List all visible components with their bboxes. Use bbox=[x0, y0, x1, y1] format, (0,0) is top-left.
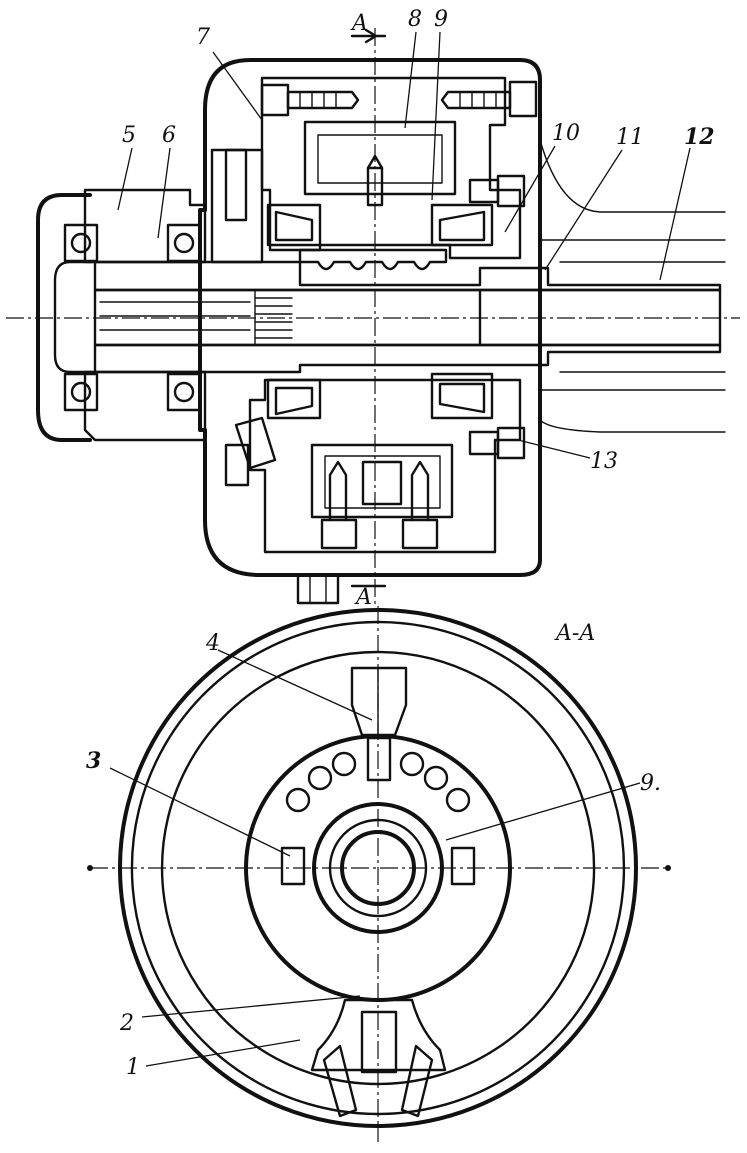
housing-ring bbox=[130, 620, 626, 1116]
label-11: 11 bbox=[616, 125, 644, 150]
label-5: 5 bbox=[122, 123, 136, 148]
label-10: 10 bbox=[552, 121, 580, 146]
section-mark-bottom-label: A bbox=[354, 585, 372, 610]
section-mark-bottom: A bbox=[350, 584, 387, 610]
spline-lines bbox=[99, 297, 293, 339]
eccentric-slot-lower bbox=[361, 460, 403, 506]
screw-upper-right bbox=[468, 174, 526, 208]
rod-pin-left bbox=[322, 1044, 358, 1118]
needle-rollers bbox=[285, 751, 471, 813]
eccentric-core-lower bbox=[324, 455, 441, 509]
tapered-roller-bearing-lower-left bbox=[266, 378, 322, 420]
rod-bolt-top bbox=[366, 736, 392, 782]
section-mark-top-label: A bbox=[350, 11, 368, 36]
ball-bearing-mid-upper bbox=[166, 223, 202, 263]
output-shaft-upper bbox=[93, 260, 722, 292]
key-right bbox=[450, 846, 476, 886]
end-housing-lower bbox=[83, 370, 207, 442]
label-6: 6 bbox=[162, 123, 176, 148]
label-13: 13 bbox=[590, 449, 618, 474]
label-12: 12 bbox=[684, 124, 715, 150]
end-cap-inner bbox=[53, 260, 94, 374]
cam-bolt-lower-left bbox=[320, 460, 358, 550]
cross-section-a-a bbox=[87, 606, 671, 1142]
flange-pin-upper bbox=[224, 148, 248, 222]
label-4: 4 bbox=[205, 631, 220, 656]
eccentric-core-upper bbox=[317, 134, 443, 184]
rod-bolt-bottom bbox=[360, 1010, 398, 1074]
label-9-top: 9 bbox=[434, 7, 448, 32]
screw-13 bbox=[468, 426, 526, 460]
housing-outline bbox=[198, 58, 542, 577]
flange-gear bbox=[210, 148, 264, 264]
tapered-roller-bearing-upper-right bbox=[430, 203, 494, 247]
tapered-roller-bearing-upper-left bbox=[266, 203, 322, 247]
bolt-top-right bbox=[440, 80, 538, 118]
section-title: A-A bbox=[554, 621, 595, 646]
connecting-rod-4 bbox=[350, 666, 408, 737]
label-3: 3 bbox=[86, 748, 101, 774]
ball-bearing-left-lower bbox=[63, 372, 99, 412]
output-extension bbox=[539, 139, 726, 433]
label-8: 8 bbox=[408, 7, 422, 32]
drain-plug bbox=[296, 573, 340, 605]
housing-upper-block bbox=[260, 76, 522, 260]
label-9-section: 9. bbox=[640, 771, 661, 796]
housing-lower-block bbox=[248, 378, 522, 554]
eccentric-ring-lower bbox=[310, 443, 454, 519]
tapered-roller-bearing-lower-right bbox=[430, 372, 494, 420]
eccentric-ring-upper bbox=[303, 120, 457, 196]
output-shaft-lower bbox=[93, 343, 722, 374]
leader-lines bbox=[109, 31, 691, 1067]
key-left bbox=[280, 846, 306, 886]
cam-bolt-lower-right bbox=[401, 460, 439, 550]
connecting-rod-2 bbox=[310, 998, 447, 1072]
rod-pin-right bbox=[400, 1044, 434, 1118]
longitudinal-section: A A bbox=[6, 11, 740, 610]
slanted-bolt bbox=[234, 416, 277, 470]
gear-teeth-band bbox=[298, 248, 448, 271]
ball-bearing-mid-lower bbox=[166, 372, 202, 412]
section-mark-top: A bbox=[350, 11, 387, 44]
part-labels: 7 8 9 10 11 12 13 5 6 A-A 4 3 9. 2 1 bbox=[86, 7, 715, 1080]
label-2: 2 bbox=[119, 1011, 134, 1036]
ball-bearing-left-upper bbox=[63, 223, 99, 263]
label-7: 7 bbox=[196, 25, 210, 50]
label-1: 1 bbox=[126, 1055, 140, 1080]
bolt-top-left bbox=[260, 83, 360, 117]
end-cap bbox=[36, 193, 92, 442]
